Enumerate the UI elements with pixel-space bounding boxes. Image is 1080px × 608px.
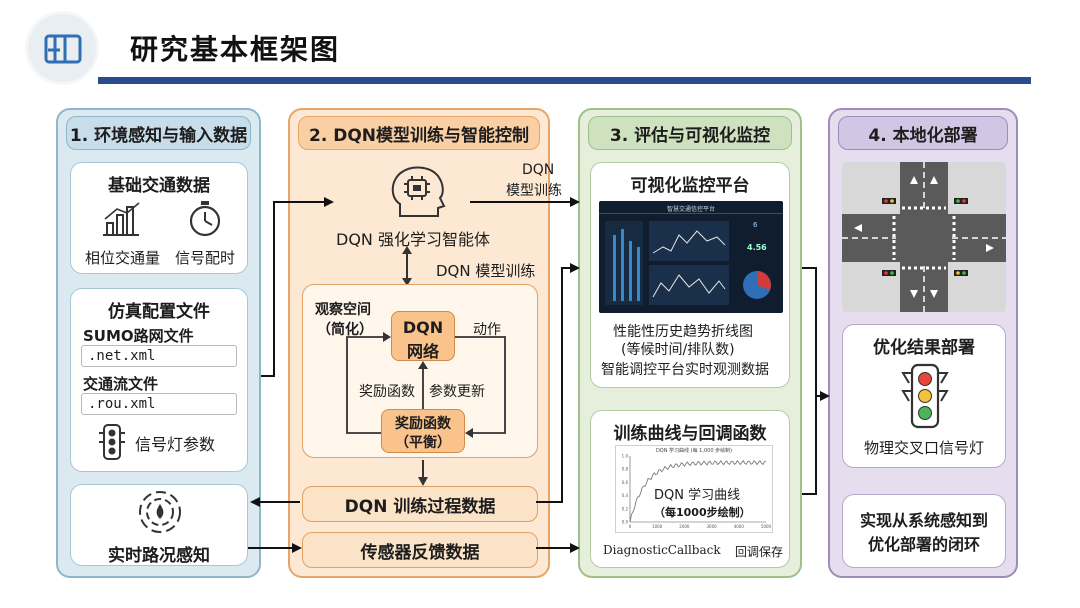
network-line2: 网络 (406, 342, 439, 361)
dashboard-metric-1: 6 (753, 221, 758, 229)
dqn-process-data-band: DQN 训练过程数据 (302, 486, 538, 522)
trend-sub-caption: (等候时间/排队数) (621, 342, 735, 358)
intersection-signal-caption: 物理交叉口信号灯 (863, 439, 984, 457)
y-tick-label: 0.6 (622, 480, 629, 485)
arrow-label-line2: 模型训练 (506, 183, 562, 199)
reward-box-line1: 奖励函数 (395, 416, 451, 432)
dqn-loop-panel: 观察空间 （简化） DQN 网络 动作 奖励函数 参数更新 奖励函数 （平衡） (302, 284, 538, 458)
arrow-label-line1: DQN (522, 162, 555, 178)
down-arrow (418, 460, 428, 486)
column-title: 4. 本地化部署 (838, 116, 1008, 150)
param-update-label: 参数更新 (429, 384, 485, 400)
signal-timing-label: 信号配时 (175, 249, 236, 267)
x-tick-label: 5000 (761, 524, 772, 529)
trend-caption: 性能性历史趋势折线图 (613, 324, 753, 340)
card-title: 优化结果部署 (873, 338, 975, 358)
column-evaluation: 3. 评估与可视化监控 可视化监控平台 智慧交通信控平台 6 4.56 (578, 108, 802, 578)
column-title: 2. DQN模型训练与智能控制 (298, 116, 540, 150)
column-env-input: 1. 环境感知与输入数据 基础交通数据 相位交通量 信号配时 仿真配置文件 SU… (56, 108, 261, 578)
learning-curve-line (629, 459, 767, 523)
traffic-signal-icon (901, 363, 949, 429)
phase-volume-label: 相位交通量 (85, 249, 161, 267)
sim-config-card: 仿真配置文件 SUMO路网文件 .net.xml 交通流文件 .rou.xml … (70, 288, 248, 472)
reward-func-label: 奖励函数 (359, 384, 415, 400)
closed-loop-card: 实现从系统感知到 优化部署的闭环 (842, 494, 1006, 568)
bar-chart-icon (103, 202, 140, 236)
column-local-deploy: 4. 本地化部署 (828, 108, 1018, 578)
action-label: 动作 (473, 322, 501, 338)
loop-arrows (346, 332, 506, 438)
closed-loop-line2: 优化部署的闭环 (867, 535, 980, 554)
y-tick-label: 0.8 (622, 467, 629, 472)
observation-caption: 智能调控平台实时观测数据 (601, 362, 769, 378)
card-title: 基础交通数据 (108, 176, 210, 196)
x-tick-label: 2000 (679, 524, 690, 529)
dqn-agent-label: DQN 强化学习智能体 (336, 230, 490, 249)
card-title: 仿真配置文件 (108, 302, 210, 322)
title-bar (98, 77, 1031, 84)
realtime-sensing-card: 实时路况感知 (70, 484, 248, 566)
page-title: 研究基本框架图 (130, 33, 341, 66)
logo-badge (28, 14, 96, 82)
traffic-light-icon (99, 424, 125, 460)
observation-sub-label: （简化） (317, 322, 373, 338)
curve-overlay-1: DQN 学习曲线 (654, 484, 741, 503)
card-title: 可视化监控平台 (630, 176, 750, 196)
card-title: 实时路况感知 (108, 546, 210, 566)
dqn-train-label: DQN 模型训练 (436, 262, 536, 280)
learning-curve-plot: DQN 学习曲线 (每 1,000 步绘制) 1.0 0.8 0.6 0.4 0.2 0.… (615, 445, 773, 533)
y-tick-label: 1.0 (622, 454, 629, 459)
dashboard-metric-2: 4.56 (747, 243, 767, 252)
observation-space-label: 观察空间 (315, 302, 371, 318)
bidirectional-arrow (402, 246, 412, 286)
y-tick-label: 0.4 (622, 493, 629, 498)
x-tick-label: 1000 (652, 524, 663, 529)
training-curve-card: 训练曲线与回调函数 DQN 学习曲线 (每 1,000 步绘制) 1.0 0.8 0… (590, 410, 790, 568)
monitor-platform-card: 可视化监控平台 智慧交通信控平台 6 4.56 (590, 162, 790, 388)
intersection-image (842, 162, 1006, 312)
stopwatch-icon (189, 201, 221, 237)
column-title: 3. 评估与可视化监控 (588, 116, 792, 150)
dashboard-line-charts (649, 221, 729, 305)
dashboard-title: 智慧交通信控平台 (666, 206, 715, 213)
dashboard-header-line (599, 213, 783, 214)
column-title: 1. 环境感知与输入数据 (66, 116, 251, 150)
traffic-flow-field[interactable]: .rou.xml (81, 393, 237, 415)
traffic-flow-label: 交通流文件 (83, 375, 159, 393)
x-tick-label: 3000 (707, 524, 718, 529)
intersection-graphic (842, 162, 1006, 312)
x-tick-label: 4000 (734, 524, 745, 529)
deploy-result-card: 优化结果部署 物理交叉口信号灯 (842, 324, 1006, 468)
sensor-feedback-band: 传感器反馈数据 (302, 532, 538, 568)
ai-brain-icon (391, 166, 446, 217)
dashboard-screenshot: 智慧交通信控平台 6 4.56 (599, 201, 783, 313)
curve-overlay-2: （每1000步绘制） (654, 504, 751, 520)
y-tick-label: 0.0 (622, 520, 629, 525)
reward-balance-node: 奖励函数 （平衡） (381, 409, 465, 453)
basic-traffic-card: 基础交通数据 相位交通量 信号配时 (70, 162, 248, 274)
signal-params-label: 信号灯参数 (135, 435, 216, 454)
sumo-network-field[interactable]: .net.xml (81, 345, 237, 367)
sumo-network-label: SUMO路网文件 (83, 327, 194, 345)
x-tick-label: 0 (629, 524, 632, 529)
dashboard-pie (743, 271, 771, 299)
learning-curve: 1.0 0.8 0.6 0.4 0.2 0.00 1000 2000 3000 4000 5000 (622, 454, 772, 530)
card-title: 训练曲线与回调函数 (613, 424, 767, 444)
dqn-network-node: DQN 网络 (391, 311, 455, 361)
dashboard-bars (605, 221, 643, 305)
callback-suffix: 回调保存 (735, 545, 784, 559)
y-tick-label: 0.2 (622, 506, 629, 511)
plot-title: DQN 学习曲线 (每 1,000 步绘制) (655, 448, 733, 454)
closed-loop-line1: 实现从系统感知到 (859, 511, 988, 530)
network-line1: DQN (402, 318, 444, 337)
column-dqn-training: 2. DQN模型训练与智能控制 DQN 强化学习智能体 DQN 模型训练 观察空… (288, 108, 550, 578)
callback-label: DiagnosticCallback (603, 543, 721, 557)
sensor-signal-icon (139, 491, 181, 533)
logo-icon (44, 34, 82, 64)
reward-box-line2: （平衡） (395, 435, 451, 451)
